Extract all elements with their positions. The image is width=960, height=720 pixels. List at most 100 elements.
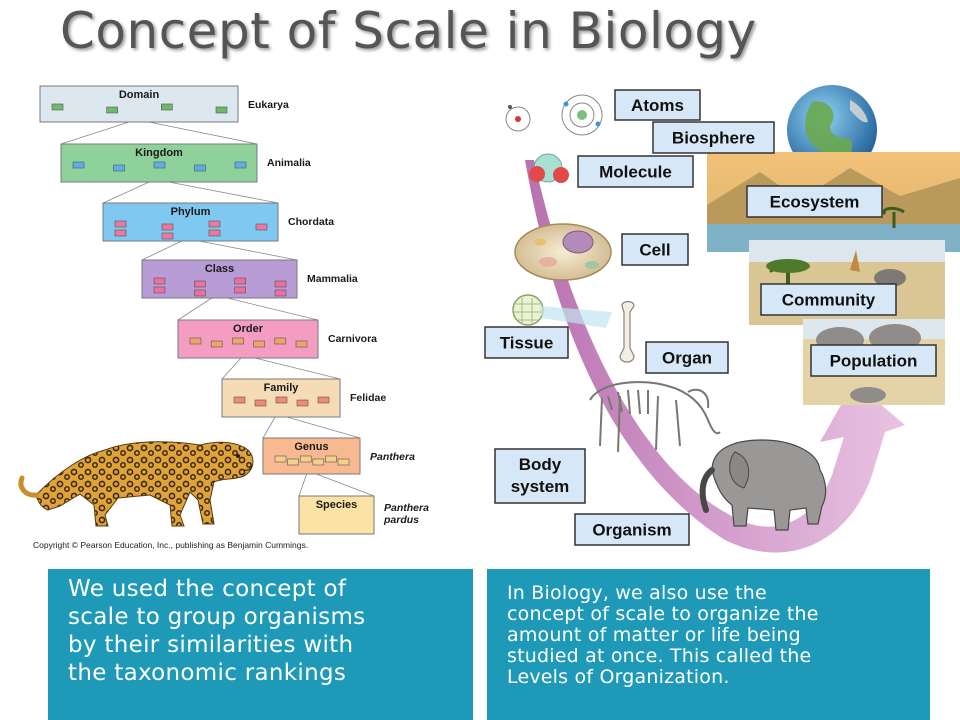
connector-line [221,357,242,380]
taxon-name: Carnivora [328,333,377,345]
organization-caption: In Biology, we also use the concept of s… [487,569,930,720]
rank-box [141,259,298,299]
member-box [234,277,246,285]
taxon-name: pardus [383,514,419,526]
taxon-name: Animalia [267,157,311,169]
diagram-canvas: DomainEukaryaKingdomAnimaliaPhylumChorda… [18,85,960,553]
org-label-molecule: Molecule [577,155,694,188]
bone-illustration [619,300,635,363]
rank-label: Genus [294,441,328,453]
label-text: Organism [592,521,671,540]
caption-line: scale to group organisms [68,604,366,630]
org-label-biosphere: Biosphere [652,121,775,154]
connector-line [254,357,341,380]
rank-label: Phylum [171,206,211,218]
member-box [113,164,125,172]
member-box [51,103,64,111]
label-box [652,121,775,154]
member-box [233,396,246,404]
member-box [194,280,206,288]
member-box [274,337,287,345]
member-box [106,106,118,114]
taxonomy-caption: We used the concept of scale to group or… [48,569,473,720]
caption-line: In Biology, we also use the [507,582,767,604]
taxon-name: Panthera [384,502,429,514]
taxon-name: Felidae [350,392,386,404]
member-box [161,232,174,240]
label-box [577,155,694,188]
label-text: Cell [639,241,670,260]
member-box [337,458,350,466]
tissue-illustration [512,294,612,328]
page-title: Concept of Scale in Biology [60,2,757,60]
rank-box [102,202,279,242]
member-box [295,340,308,348]
org-label-community: Community [760,283,897,316]
connector-line [286,416,361,439]
rank-box [298,495,375,535]
label-box [746,185,883,218]
label-text: Organ [662,349,712,368]
label-box [621,233,689,266]
cell-illustration [514,223,612,281]
member-box [234,286,246,294]
connector-line [148,121,258,145]
levels-of-organization-diagram: AtomsBiosphereMoleculeEcosystemCellCommu… [484,85,960,553]
label-box [645,341,729,374]
org-label-atoms: Atoms [614,89,701,121]
label-text: Ecosystem [770,193,860,212]
member-box [312,458,325,466]
member-box [114,229,127,237]
member-box [72,161,85,169]
label-text: Tissue [500,334,554,353]
label-text: Population [830,352,918,371]
member-box [287,458,299,466]
label-box [614,89,701,121]
label-text: system [511,477,570,496]
member-box [161,223,174,231]
rank-label: Species [316,499,358,511]
member-box [232,337,244,345]
caption-line: amount of matter or life being [507,624,801,646]
member-box [299,455,312,463]
connector-line [60,121,130,145]
member-box [208,220,221,228]
caption-line: studied at once. This called the [507,645,812,667]
taxon-name: Chordata [288,216,334,228]
molecule-illustration [529,153,569,183]
member-box [255,223,268,231]
caption-line: Levels of Organization. [507,666,730,688]
label-text: Biosphere [672,129,755,148]
rank-label: Order [233,323,264,335]
rank-label: Kingdom [135,147,183,159]
member-box [274,289,287,297]
caption-line: concept of scale to organize the [507,603,819,625]
label-text: Molecule [599,163,672,182]
leopard-illustration [18,441,254,527]
rank-box [177,319,319,359]
member-box [153,286,166,294]
member-box [189,337,202,345]
member-box [208,229,221,237]
member-box [254,399,267,407]
connector-line [102,181,150,204]
connector-line [298,473,308,497]
label-text: Atoms [631,96,684,115]
taxonomy-connectors [60,121,375,497]
member-box [194,289,206,297]
taxon-name: Eukarya [248,99,289,111]
label-box [484,326,569,359]
member-box [114,220,127,228]
rank-label: Domain [119,89,160,101]
rank-box [39,85,239,123]
rank-label: Family [264,382,300,394]
connector-line [177,297,212,321]
atom-illustration [561,94,603,136]
caption-line: the taxonomic rankings [68,660,347,686]
